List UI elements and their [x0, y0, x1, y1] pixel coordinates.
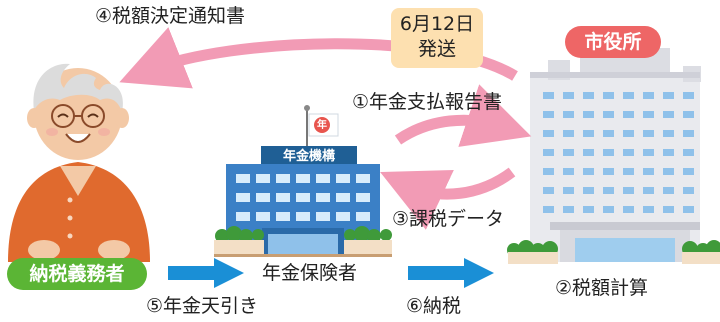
date-badge-action: 発送	[417, 38, 456, 60]
pension-org-sign: 年金機構	[282, 149, 335, 164]
city-hall-pill: 市役所	[565, 26, 661, 58]
date-badge-date: 6月12日	[399, 13, 475, 35]
payment-label: ⑥納税	[406, 295, 462, 317]
pension-deduction-label: ⑤年金天引き	[146, 295, 259, 317]
pension-report-label: ①年金支払報告書	[352, 91, 503, 113]
pension-insurer-label: 年金保険者	[262, 262, 358, 284]
pension-deduction-arrow	[168, 258, 244, 288]
notice-label: ④税額決定通知書	[95, 5, 246, 27]
date-badge: 6月12日 発送	[391, 8, 483, 68]
taxpayer-illustration	[8, 63, 150, 262]
pension-flag-char: 年	[317, 120, 327, 131]
taxpayer-pill: 納税義務者	[7, 258, 147, 290]
pension-report-arrow	[394, 84, 532, 147]
tax-data-arrow	[380, 167, 516, 230]
tax-calc-label: ②税額計算	[555, 277, 649, 299]
tax-data-label: ③課税データ	[392, 208, 505, 230]
payment-arrow	[408, 258, 494, 288]
pension-org-building	[214, 105, 392, 257]
city-hall-building	[507, 48, 720, 264]
